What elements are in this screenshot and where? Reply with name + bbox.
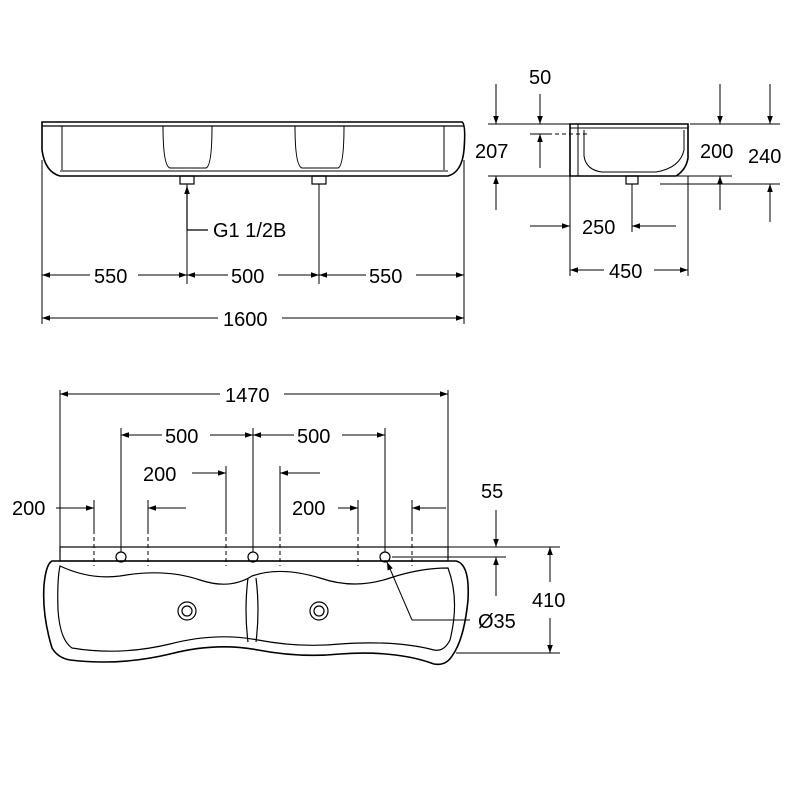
top-view: 1470 500 500 200 200 200 55 410 xyxy=(12,385,565,666)
dim-500-top-b: 500 xyxy=(297,426,330,448)
basin-side-outline xyxy=(569,123,689,177)
dim-500-top-a: 500 xyxy=(165,426,198,448)
side-drain-fitting xyxy=(625,175,639,185)
dim-450: 450 xyxy=(609,261,642,283)
dim-500-front: 500 xyxy=(231,266,264,288)
dim-550-right: 550 xyxy=(369,266,402,288)
drain-fitting-right xyxy=(311,175,327,185)
dim-200-left: 200 xyxy=(12,498,45,520)
drain-right xyxy=(309,601,329,621)
dim-200-mid-b: 200 xyxy=(292,498,325,520)
dim-1470: 1470 xyxy=(225,385,270,407)
dim-1600: 1600 xyxy=(223,309,268,331)
dim-200-mid-a: 200 xyxy=(143,464,176,486)
hole-diameter-label: Ø35 xyxy=(478,611,516,633)
dim-410: 410 xyxy=(532,590,565,612)
basin-front-outline xyxy=(41,121,466,177)
dim-550-left: 550 xyxy=(94,266,127,288)
dim-200-side: 200 xyxy=(700,141,733,163)
basin-top-outline xyxy=(42,560,470,666)
drain-fitting-left xyxy=(179,175,195,185)
side-view: 50 207 200 240 250 450 xyxy=(475,67,781,283)
dim-250: 250 xyxy=(582,217,615,239)
dim-207: 207 xyxy=(475,141,508,163)
front-view: G1 1/2B 550 500 550 1600 xyxy=(41,121,466,331)
drain-left xyxy=(177,601,197,621)
dim-55: 55 xyxy=(481,481,503,503)
dim-240: 240 xyxy=(748,146,781,168)
thread-label: G1 1/2B xyxy=(213,220,286,242)
dim-50: 50 xyxy=(529,67,551,89)
